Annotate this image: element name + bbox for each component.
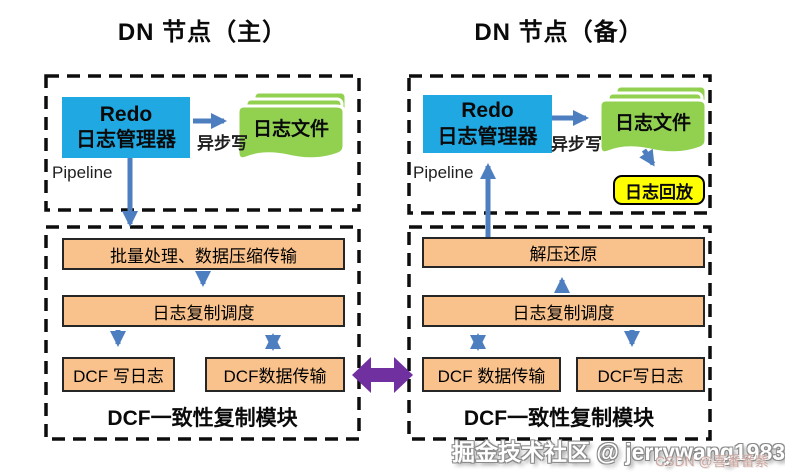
- standby-pipeline-label: Pipeline: [413, 163, 474, 182]
- standby-log-files-label: 日志文件: [614, 113, 691, 134]
- primary-redo-log-manager-box: Redo 日志管理器: [62, 97, 190, 158]
- primary-async-write-label: 异步写: [197, 134, 248, 153]
- primary-dcf-module-label: DCF一致性复制模块: [107, 407, 298, 430]
- primary-log-files-stack-icon: [236, 90, 348, 161]
- primary-pipeline-label: Pipeline: [52, 163, 113, 182]
- primary-log-files-label: 日志文件: [252, 119, 329, 140]
- standby-node-title: DN 节点（备）: [474, 19, 644, 46]
- juejin-watermark: 掘金技术社区 @ jerrywang1983: [452, 439, 785, 465]
- standby-async-write-label: 异步写: [551, 135, 602, 154]
- standby-log-replay-box: 日志回放: [613, 175, 705, 205]
- primary-node-title: DN 节点（主）: [117, 19, 288, 46]
- primary-dcf-data-transfer-box: DCF数据传输: [205, 357, 345, 392]
- cross-node-sync-biarrow: [352, 357, 413, 393]
- standby-pipeline-frame: [407, 74, 712, 215]
- standby-dcf-write-log-box: DCF写日志: [576, 357, 705, 392]
- primary-dcf-write-log-box: DCF 写日志: [62, 357, 175, 392]
- standby-log-replication-schedule-box: 日志复制调度: [422, 295, 705, 327]
- csdn-watermark: CSDN @喜番番紫: [655, 453, 769, 469]
- standby-dcf-data-transfer-box: DCF 数据传输: [422, 357, 561, 392]
- standby-redo-label-line2: 日志管理器: [437, 125, 538, 148]
- primary-batch-compress-box: 批量处理、数据压缩传输: [62, 238, 345, 270]
- standby-logfiles-to-replay-arrow: [639, 148, 656, 167]
- standby-dcf-module-label: DCF一致性复制模块: [463, 407, 655, 430]
- standby-log-files-stack-icon: [598, 84, 708, 155]
- standby-decompress-box: 解压还原: [422, 237, 705, 268]
- primary-redo-label-line2: 日志管理器: [76, 129, 176, 152]
- standby-dcf-frame: [407, 225, 712, 441]
- primary-log-replication-schedule-box: 日志复制调度: [62, 295, 345, 327]
- primary-pipeline-frame: [44, 74, 361, 212]
- primary-dcf-frame: [44, 225, 361, 441]
- standby-redo-log-manager-box: Redo 日志管理器: [423, 95, 552, 153]
- standby-redo-label-line1: Redo: [461, 99, 514, 123]
- primary-redo-label-line1: Redo: [99, 102, 153, 126]
